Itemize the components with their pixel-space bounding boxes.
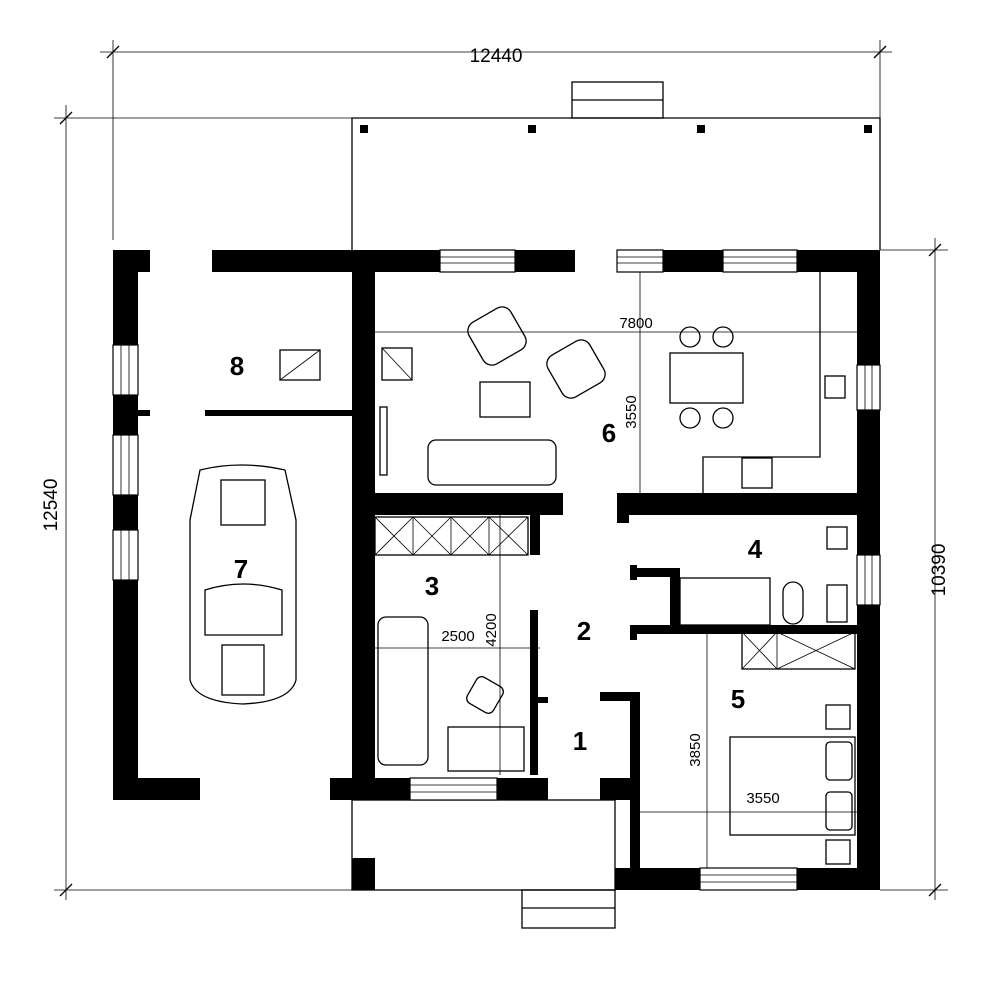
room-label-6: 6 — [602, 418, 616, 448]
room-label-4: 4 — [748, 534, 763, 564]
room-label-3: 3 — [425, 571, 439, 601]
overall-depth-dimension: 12540 — [41, 479, 62, 532]
room-label-8: 8 — [230, 351, 244, 381]
overall-width-dimension: 12440 — [470, 46, 523, 67]
room-label-2: 2 — [577, 616, 591, 646]
wardrobe — [374, 516, 529, 556]
living-depth-dimension: 3550 — [623, 395, 640, 428]
armchair — [467, 306, 527, 366]
porch — [351, 799, 616, 929]
room3-width-dimension: 2500 — [441, 628, 474, 645]
room-label-5: 5 — [731, 684, 745, 714]
desk — [447, 726, 525, 772]
car — [189, 464, 297, 705]
coffee-table — [479, 381, 531, 418]
dining-table — [669, 352, 744, 404]
sofa-room3 — [377, 616, 429, 766]
sofa — [427, 439, 557, 486]
toilet — [782, 581, 804, 625]
bedroom-depth-dimension: 3850 — [687, 733, 704, 766]
living-width-dimension: 7800 — [619, 315, 652, 332]
sink — [824, 375, 846, 399]
stove — [741, 457, 773, 489]
terrace — [351, 81, 881, 250]
room-label-1: 1 — [573, 726, 587, 756]
walls — [113, 250, 880, 890]
bedroom-width-dimension: 3550 — [746, 790, 779, 807]
house-depth-dimension: 10390 — [929, 544, 950, 597]
desk-chair — [466, 676, 504, 714]
windows — [112, 249, 881, 891]
room-label-7: 7 — [234, 554, 248, 584]
dimension-lines — [54, 40, 948, 900]
garage-appliance — [279, 349, 321, 381]
armchair — [546, 339, 606, 399]
furniture — [189, 272, 856, 865]
bedroom-wardrobe — [741, 631, 856, 670]
bathtub — [679, 577, 771, 626]
bath-sink — [826, 526, 848, 550]
room3-depth-dimension: 4200 — [483, 613, 500, 646]
bed — [729, 736, 856, 836]
boiler — [826, 584, 848, 623]
